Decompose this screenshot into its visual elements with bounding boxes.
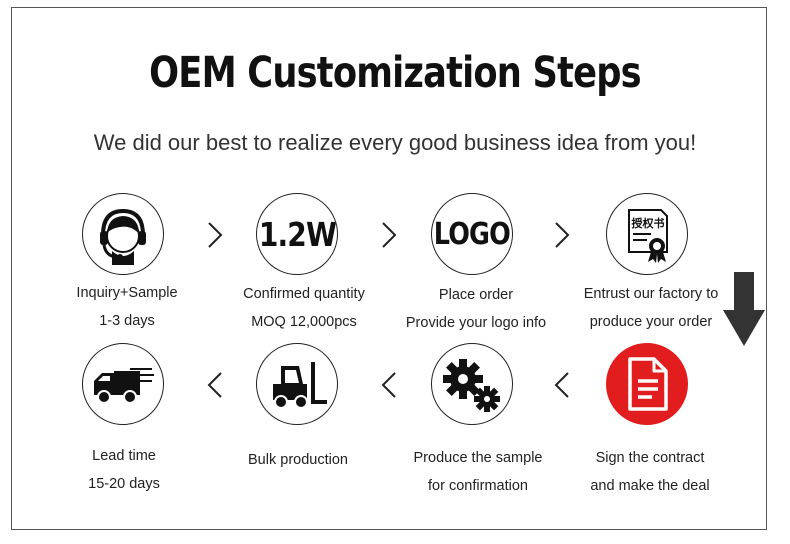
step-sample-label: Produce the sample xyxy=(413,450,543,466)
step-quantity-circle: 1.2W xyxy=(256,193,338,275)
gears-icon xyxy=(443,359,500,412)
page-title: OEM Customization Steps xyxy=(149,48,642,98)
step-entrust-circle: 授权书 xyxy=(606,193,688,275)
step-inquiry-detail: 1-3 days xyxy=(99,313,155,329)
step-order-detail: Provide your logo info xyxy=(405,315,547,331)
step-contract-circle xyxy=(606,343,688,425)
arrow-down-icon xyxy=(723,272,765,346)
step-entrust-caption: Entrust our factory to produce your orde… xyxy=(551,280,751,336)
step-sample-detail: for confirmation xyxy=(428,478,528,494)
page-subtitle: We did our best to realize every good bu… xyxy=(93,130,697,155)
headset-icon xyxy=(100,208,146,265)
certificate-text: 授权书 xyxy=(632,216,665,230)
truck-icon xyxy=(94,368,154,404)
step-delivery-label: Lead time xyxy=(92,448,156,464)
forklift-icon xyxy=(273,362,327,409)
step-contract-caption: Sign the contract and make the deal xyxy=(550,444,750,500)
step-bulk-caption: Bulk production xyxy=(198,446,398,474)
border-frame xyxy=(11,7,767,530)
chevron-left-icon xyxy=(381,372,396,398)
step-entrust-label: Entrust our factory to xyxy=(583,286,719,302)
step-order-caption: Place order Provide your logo info xyxy=(376,281,576,337)
chevron-right-icon xyxy=(382,222,397,248)
step-quantity-detail: MOQ 12,000pcs xyxy=(251,314,357,330)
step-inquiry-circle xyxy=(82,193,164,275)
step-delivery-caption: Lead time 15-20 days xyxy=(24,442,224,498)
step-contract-detail: and make the deal xyxy=(590,478,710,494)
step-order-label: Place order xyxy=(438,287,514,303)
step-delivery-detail: 15-20 days xyxy=(88,476,160,492)
step-order-circle: LOGO xyxy=(431,193,513,275)
chevron-left-icon xyxy=(554,372,569,398)
step-sample-caption: Produce the sample for confirmation xyxy=(378,444,578,500)
step-entrust-detail: produce your order xyxy=(589,314,713,330)
certificate-icon: 授权书 xyxy=(628,209,668,263)
step-delivery-circle xyxy=(82,343,164,425)
chevron-left-icon xyxy=(207,372,222,398)
contract-icon xyxy=(628,357,668,411)
step-bulk-label: Bulk production xyxy=(248,452,348,468)
chevron-right-icon xyxy=(555,222,570,248)
step-quantity-label: Confirmed quantity xyxy=(243,286,365,302)
step-sample-circle xyxy=(431,343,513,425)
step-inquiry-label: Inquiry+Sample xyxy=(76,285,178,301)
step-bulk-circle xyxy=(256,343,338,425)
step-inquiry-caption: Inquiry+Sample 1-3 days xyxy=(27,279,227,335)
step-quantity-caption: Confirmed quantity MOQ 12,000pcs xyxy=(204,280,404,336)
step-contract-label: Sign the contract xyxy=(595,450,705,466)
quantity-icon: 1.2W xyxy=(258,214,336,254)
logo-icon: LOGO xyxy=(433,216,511,252)
chevron-right-icon xyxy=(208,222,223,248)
